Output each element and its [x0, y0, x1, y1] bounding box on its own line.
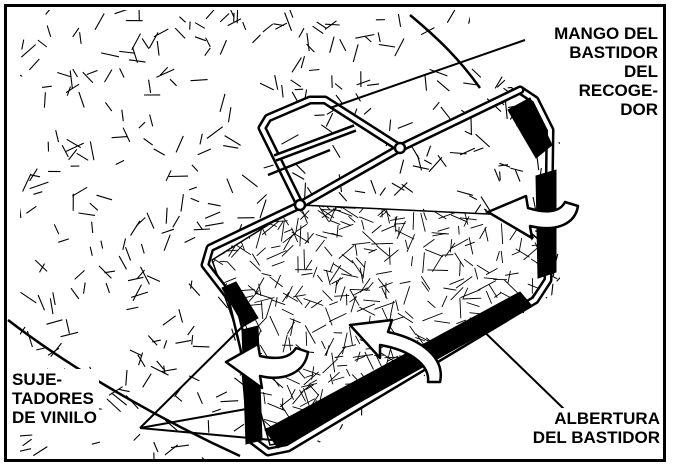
label-vinyl-fasteners: SUJE- TADORES DE VINILO	[10, 369, 99, 428]
label-frame-opening: ALBERTURA DEL BASTIDOR	[531, 408, 662, 448]
label-frame-handle: MANGO DEL BASTIDOR DEL RECOGE- DOR	[552, 23, 660, 120]
mesh-fiber	[425, 461, 436, 467]
